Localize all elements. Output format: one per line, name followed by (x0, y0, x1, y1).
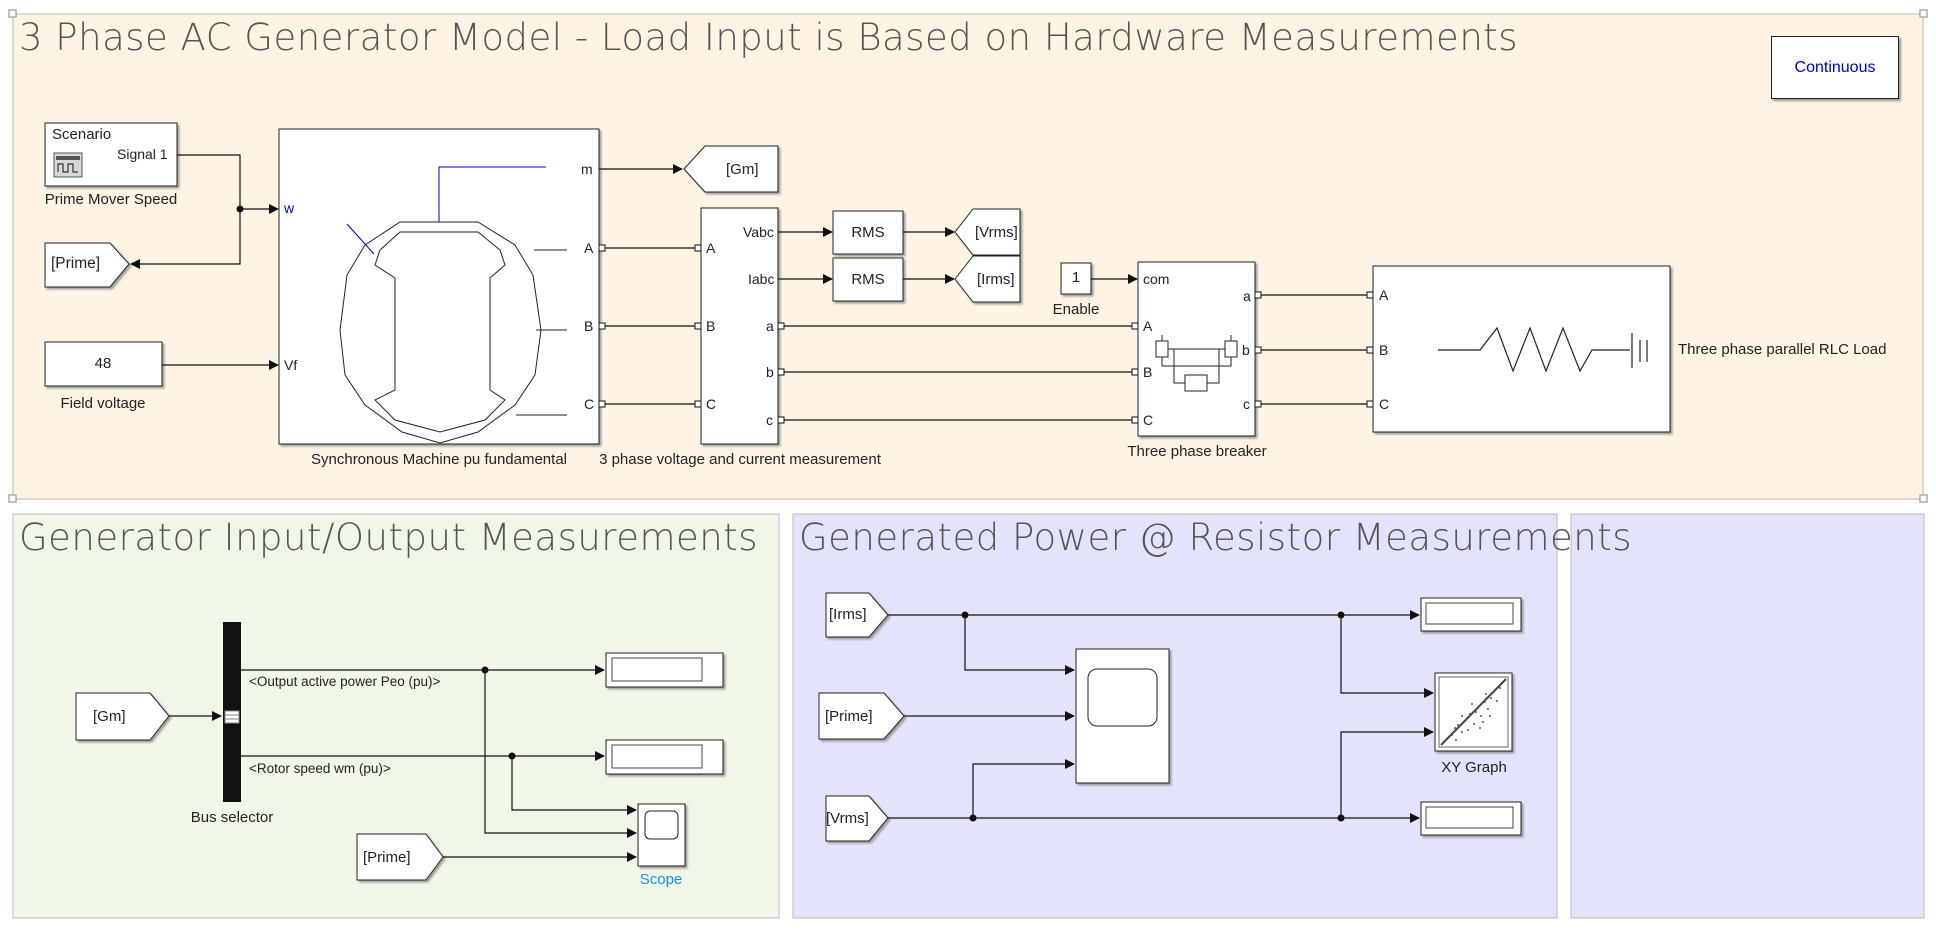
machine-port-c: C (584, 396, 595, 412)
from-gm-text: [Gm] (93, 708, 126, 725)
solver-config-block[interactable]: Continuous (1771, 36, 1899, 99)
signal-speed-label: <Rotor speed wm (pu)> (249, 761, 391, 776)
meas-port-in-b: B (706, 318, 716, 334)
display-speed-screen (611, 744, 703, 769)
machine-port-vf: Vf (284, 357, 298, 373)
area-title-bottom-left: Generator Input/Output Measurements (19, 516, 758, 559)
machine-port-b: B (584, 318, 594, 334)
meas-port-vabc: Vabc (743, 224, 774, 240)
machine-icon (339, 166, 567, 444)
bus-selector-label: Bus selector (190, 809, 274, 826)
bus-selector-icon (224, 710, 240, 724)
area-title-top: 3 Phase AC Generator Model - Load Input … (19, 16, 1519, 59)
breaker-port-out-c: c (1243, 396, 1250, 412)
field-voltage-label: Field voltage (60, 395, 146, 412)
xy-graph-icon (1438, 676, 1509, 748)
enable-label: Enable (1052, 301, 1100, 318)
goto-vrms-text: [Vrms] (975, 224, 1018, 241)
from-prime-tag-power[interactable] (818, 692, 905, 740)
machine-label: Synchronous Machine pu fundamental (311, 451, 567, 468)
junction-dot (236, 205, 244, 213)
goto-gm-tag[interactable] (683, 145, 779, 193)
signal-power-label: <Output active power Peo (pu)> (249, 674, 441, 689)
breaker-icon (1155, 335, 1238, 392)
junction-dot (961, 611, 969, 619)
scenario-title: Scenario (52, 126, 112, 143)
goto-irms-tag[interactable] (954, 255, 1021, 303)
meas-port-out-c: c (766, 412, 773, 428)
scenario-port-label: Signal 1 (117, 146, 168, 162)
junction-dot (1337, 814, 1345, 822)
resistor-icon (1438, 326, 1648, 373)
scope-icon (644, 810, 679, 840)
io-wires (169, 665, 637, 862)
junction-dot (969, 814, 977, 822)
junction-dot (481, 666, 489, 674)
meas-port-in-a: A (706, 240, 716, 256)
load-label: Three phase parallel RLC Load (1678, 341, 1887, 358)
power-scope-icon (1087, 668, 1158, 727)
xy-graph-label: XY Graph (1441, 759, 1507, 776)
breaker-port-com: com (1143, 271, 1170, 287)
display-irms-screen (1425, 602, 1514, 625)
from-irms-text: [Irms] (829, 606, 867, 623)
junction-dot (1337, 611, 1345, 619)
machine-port-a: A (584, 240, 594, 256)
top-wires (130, 154, 1370, 421)
rms-current-block[interactable] (832, 257, 904, 302)
load-port-a: A (1379, 287, 1389, 303)
breaker-label: Three phase breaker (1127, 443, 1267, 460)
scenario-icon (53, 152, 83, 178)
field-voltage-block[interactable] (44, 341, 163, 387)
goto-prime-text: [Prime] (51, 255, 101, 272)
physical-ports (598, 244, 1374, 424)
display-power-screen (611, 657, 703, 682)
junction-dot (508, 752, 516, 760)
breaker-port-in-b: B (1143, 364, 1153, 380)
from-gm-tag[interactable] (75, 692, 170, 741)
goto-irms-text: [Irms] (977, 271, 1015, 288)
rms-voltage-text: RMS (851, 224, 885, 241)
meas-port-iabc: Iabc (748, 271, 775, 287)
area-title-bottom-middle: Generated Power @ Resistor Measurements (799, 516, 1632, 559)
measurement-label: 3 phase voltage and current measurement (599, 451, 881, 468)
from-irms-tag[interactable] (825, 592, 889, 638)
goto-vrms-tag[interactable] (954, 208, 1021, 256)
vi-measurement-block[interactable] (700, 207, 779, 445)
from-prime-power-text: [Prime] (825, 708, 873, 725)
enable-value: 1 (1071, 269, 1081, 286)
meas-port-in-c: C (706, 396, 717, 412)
machine-port-m: m (581, 161, 593, 177)
meas-port-out-b: b (766, 364, 774, 380)
breaker-port-out-b: b (1242, 342, 1250, 358)
machine-port-w: w (284, 200, 295, 216)
area-bottom-right[interactable] (1570, 513, 1925, 919)
goto-prime-tag[interactable] (44, 242, 130, 288)
rms-voltage-block[interactable] (832, 210, 904, 255)
rms-current-text: RMS (851, 271, 885, 288)
scope-label[interactable]: Scope (639, 871, 683, 888)
field-voltage-value: 48 (94, 355, 112, 372)
from-prime-io-text: [Prime] (363, 849, 411, 866)
breaker-port-in-c: C (1143, 412, 1154, 428)
display-vrms-screen (1425, 806, 1514, 829)
goto-gm-text: [Gm] (726, 161, 759, 178)
breaker-port-out-a: a (1243, 288, 1251, 304)
area-resize-handles[interactable] (8, 9, 1928, 503)
meas-port-out-a: a (766, 318, 774, 334)
from-prime-tag-io[interactable] (356, 833, 444, 881)
load-port-b: B (1379, 342, 1389, 358)
from-vrms-tag[interactable] (825, 795, 889, 842)
breaker-port-in-a: A (1143, 318, 1153, 334)
load-port-c: C (1379, 396, 1390, 412)
from-vrms-text: [Vrms] (826, 810, 869, 827)
scenario-label: Prime Mover Speed (44, 191, 178, 208)
